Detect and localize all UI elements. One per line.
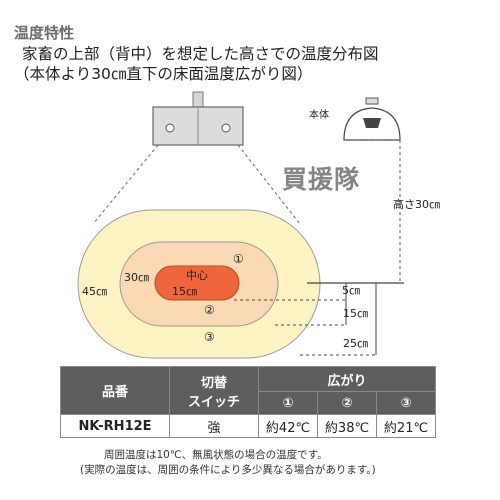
marker-2: ②	[204, 303, 215, 317]
table-subheader-row: ① ② ③	[61, 391, 436, 415]
dimension-lines	[234, 299, 376, 356]
cell-switch: 強	[169, 414, 259, 438]
marker-1: ①	[233, 252, 244, 266]
cell-zone-2: 約38℃	[317, 414, 377, 438]
outer-zone-label: 45㎝	[82, 285, 107, 298]
header-zone-1: ①	[258, 391, 318, 415]
dimension-15cm: 15㎝	[343, 307, 368, 320]
cell-zone-3: 約21℃	[376, 414, 436, 438]
heater-device-side	[343, 97, 401, 141]
center-temp-label: 15㎝	[172, 285, 197, 298]
heater-device-front	[152, 91, 244, 146]
projection-lines	[92, 144, 301, 225]
header-spread: 広がり	[258, 366, 436, 392]
header-switch: 切替 スイッチ	[169, 366, 259, 415]
middle-zone-label: 30㎝	[124, 271, 149, 284]
diagram-subtitle: （本体より30㎝直下の床面温度広がり図）	[14, 65, 313, 83]
cell-zone-1: 約42℃	[258, 414, 318, 438]
header-switch-line2: スイッチ	[187, 394, 240, 410]
device-label: 本体	[309, 108, 329, 121]
table-header-row: 品番 切替 スイッチ 広がり	[60, 366, 436, 415]
watermark-logo: 買援隊	[282, 165, 361, 194]
header-zone-2: ②	[317, 391, 377, 415]
marker-3: ③	[204, 330, 215, 344]
header-zone-3: ③	[376, 391, 436, 415]
spec-table: 品番 切替 スイッチ 広がり ① ② ③ NK-RH12E 強 約42℃ 約38…	[60, 366, 436, 438]
header-model: 品番	[60, 366, 170, 415]
cell-model: NK-RH12E	[60, 414, 170, 438]
header-switch-line1: 切替	[200, 375, 227, 391]
note-ambient: 周囲温度は10℃、無風状態の場合の温度です。	[104, 449, 328, 461]
dimension-25cm: 25㎝	[343, 337, 368, 350]
dimension-5cm: 5㎝	[342, 284, 360, 297]
section-heading: 温度特性	[14, 24, 75, 42]
center-label: 中心	[186, 269, 208, 282]
diagram-title: 家畜の上部（背中）を想定した高さでの温度分布図	[22, 45, 379, 63]
height-label: 高さ30㎝	[393, 197, 440, 211]
table-row: NK-RH12E 強 約42℃ 約38℃ 約21℃	[60, 414, 436, 438]
zone-center	[154, 265, 240, 301]
note-disclaimer: (実際の温度は、周囲の条件により多少異なる場合があります。)	[80, 464, 376, 476]
